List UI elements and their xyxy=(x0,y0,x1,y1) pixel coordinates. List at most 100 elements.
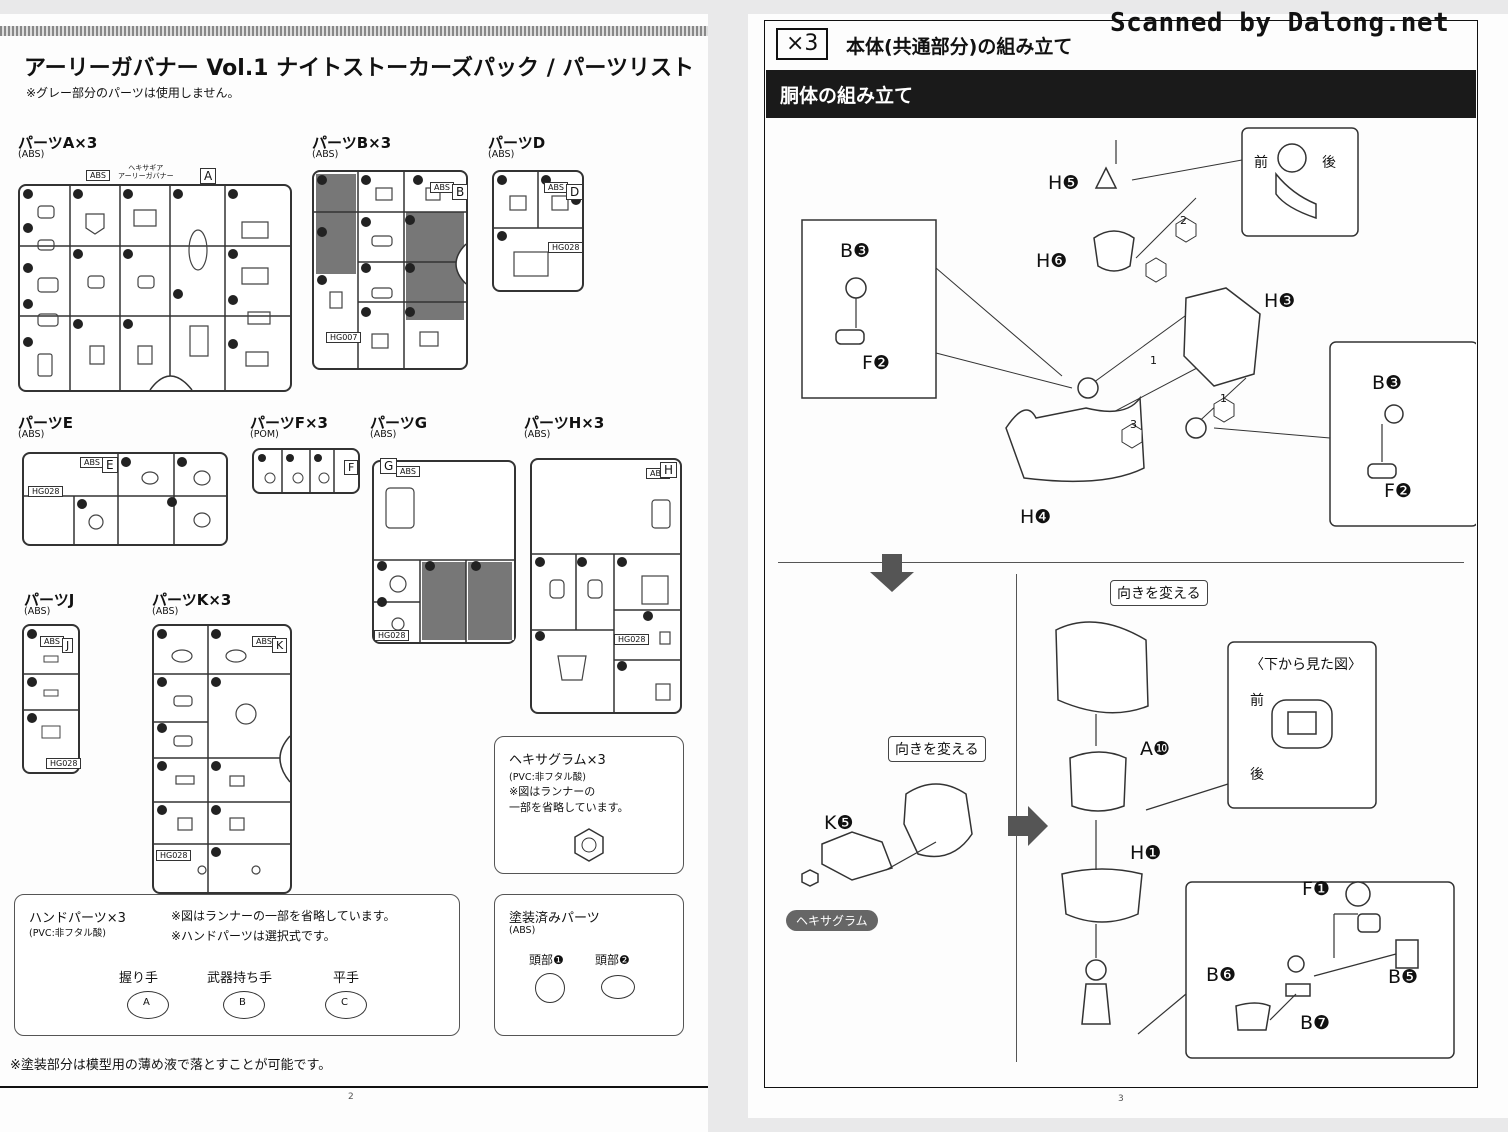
hand-weapon-mark: B xyxy=(239,997,246,1008)
runner-d-code: HG028 xyxy=(548,242,584,253)
painted-title: 塗装済みパーツ xyxy=(509,911,600,926)
runner-d-abs-tag: ABS xyxy=(544,182,568,193)
callout-b3-f2-right xyxy=(1329,341,1476,527)
part-b-label: パーツB×3 xyxy=(312,134,392,152)
hexagram-note-1: ※図はランナーの xyxy=(509,785,596,798)
callout-b3-f2-left xyxy=(801,219,937,399)
runner-a-abs-tag: ABS xyxy=(86,170,110,181)
runner-f xyxy=(252,448,360,494)
label-b5: B❺ xyxy=(1388,966,1419,988)
hand-grip-mark: A xyxy=(143,997,150,1008)
runner-f-grid xyxy=(258,450,335,492)
hand-flat-icon: C xyxy=(325,991,367,1019)
top-texture xyxy=(0,26,708,36)
part-k-label: パーツK×3 xyxy=(152,591,232,609)
part-h-material: (ABS) xyxy=(524,429,551,440)
runner-k-code: HG028 xyxy=(156,850,192,861)
label-a10: A❿ xyxy=(1140,738,1171,760)
hand-flat-mark: C xyxy=(341,997,348,1008)
label-f1: F❶ xyxy=(1302,878,1330,900)
section-divider xyxy=(778,562,1464,563)
hexagram-note-2: 一部を省略しています。 xyxy=(509,801,629,814)
step-1-label: 1 xyxy=(1150,354,1157,367)
down-arrow-icon xyxy=(870,554,914,592)
page-left: アーリーガバナー Vol.1 ナイトストーカーズパック / パーツリスト ※グレ… xyxy=(0,14,708,1132)
part-a-label: パーツA×3 xyxy=(18,134,98,152)
runner-h-code: HG028 xyxy=(614,634,650,645)
step-1b-label: 1 xyxy=(1220,392,1227,405)
right-arrow-icon xyxy=(1008,806,1048,846)
runner-h xyxy=(530,458,682,714)
hand-type-grip: 握り手 xyxy=(119,971,159,986)
hand-type-flat: 平手 xyxy=(333,971,360,986)
page-right: ×3 本体(共通部分)の組み立て Scanned by Dalong.net 胴… xyxy=(748,8,1508,1118)
runner-b-abs-tag: ABS xyxy=(430,182,454,193)
part-d-material: (ABS) xyxy=(488,149,515,160)
part-b-material: (ABS) xyxy=(312,149,339,160)
bottom-view-front: 前 xyxy=(1250,693,1264,709)
runner-g-code: HG028 xyxy=(374,630,410,641)
runner-e-code: HG028 xyxy=(28,486,64,497)
runner-e-letter: E xyxy=(102,457,118,473)
hand-weapon-icon: B xyxy=(223,991,265,1019)
runner-g xyxy=(372,460,516,644)
runner-a-letter: A xyxy=(200,168,217,184)
part-h-label: パーツH×3 xyxy=(524,414,605,432)
hand-type-weapon: 武器持ち手 xyxy=(207,971,273,986)
painted-parts-box: 塗装済みパーツ (ABS) 頭部❶ 頭部❷ xyxy=(494,894,684,1036)
step-3-label: 3 xyxy=(1130,418,1137,431)
runner-j-letter: J xyxy=(62,638,74,653)
label-b6: B❻ xyxy=(1206,964,1237,986)
head-1-icon xyxy=(535,973,565,1003)
turn-callout-upper: 向きを変える xyxy=(1110,580,1208,606)
label-b3-left: B❸ xyxy=(840,240,871,262)
hexagram-material: (PVC:非フタル酸) xyxy=(509,772,586,783)
head-2-icon xyxy=(601,975,635,999)
step-2-label: 2 xyxy=(1180,214,1187,227)
label-f2-left: F❷ xyxy=(862,352,890,374)
runner-k-letter: K xyxy=(272,638,288,653)
runner-b-letter: B xyxy=(452,184,469,200)
subsection-band: 胴体の組み立て xyxy=(766,70,1476,118)
label-b3-right: B❸ xyxy=(1372,372,1403,394)
part-k-material: (ABS) xyxy=(152,606,179,617)
left-bottom-rule xyxy=(0,1086,708,1088)
hand-material: (PVC:非フタル酸) xyxy=(29,928,106,939)
runner-e-abs-tag: ABS xyxy=(80,457,104,468)
label-h6: H❻ xyxy=(1036,250,1068,272)
hexagram-title: ヘキサグラム×3 xyxy=(509,753,606,768)
runner-k-grid xyxy=(154,626,290,892)
hand-grip-icon: A xyxy=(127,991,169,1019)
painted-head-2: 頭部❷ xyxy=(595,953,630,967)
runner-g-grid xyxy=(374,487,514,642)
section-heading: 本体(共通部分)の組み立て xyxy=(846,36,1073,58)
part-d-label: パーツD xyxy=(488,134,546,152)
part-e-label: パーツE xyxy=(18,414,73,432)
lower-assembly-diagram xyxy=(801,621,1455,1059)
gray-parts-note: ※グレー部分のパーツは使用しません。 xyxy=(26,86,240,100)
runner-g-abs-tag: ABS xyxy=(396,466,420,477)
label-b7: B❼ xyxy=(1300,1012,1331,1034)
runner-g-letter: G xyxy=(380,458,398,474)
left-page-number: 2 xyxy=(348,1092,354,1102)
runner-h-grid xyxy=(532,499,680,712)
runner-d-letter: D xyxy=(566,184,584,200)
upper-assembly-diagram xyxy=(801,127,1476,527)
runner-j-grid xyxy=(24,629,78,739)
painted-material: (ABS) xyxy=(509,925,536,936)
runner-a-grid xyxy=(20,186,290,390)
runner-e-grid xyxy=(24,454,226,544)
painted-head-1: 頭部❶ xyxy=(529,953,564,967)
runner-a xyxy=(18,184,292,392)
part-j-label: パーツJ xyxy=(24,591,75,609)
bottom-view-back: 後 xyxy=(1250,767,1264,783)
multiplier-badge: ×3 xyxy=(776,28,829,60)
hexagram-nut-icon xyxy=(574,828,604,862)
label-h3: H❸ xyxy=(1264,290,1296,312)
runner-e xyxy=(22,452,228,546)
label-h5: H❺ xyxy=(1048,172,1080,194)
hand-note-1: ※図はランナーの一部を省略しています。 xyxy=(171,909,396,923)
part-g-material: (ABS) xyxy=(370,429,397,440)
turn-callout-lower: 向きを変える xyxy=(888,736,986,762)
right-frame xyxy=(764,20,1478,1088)
